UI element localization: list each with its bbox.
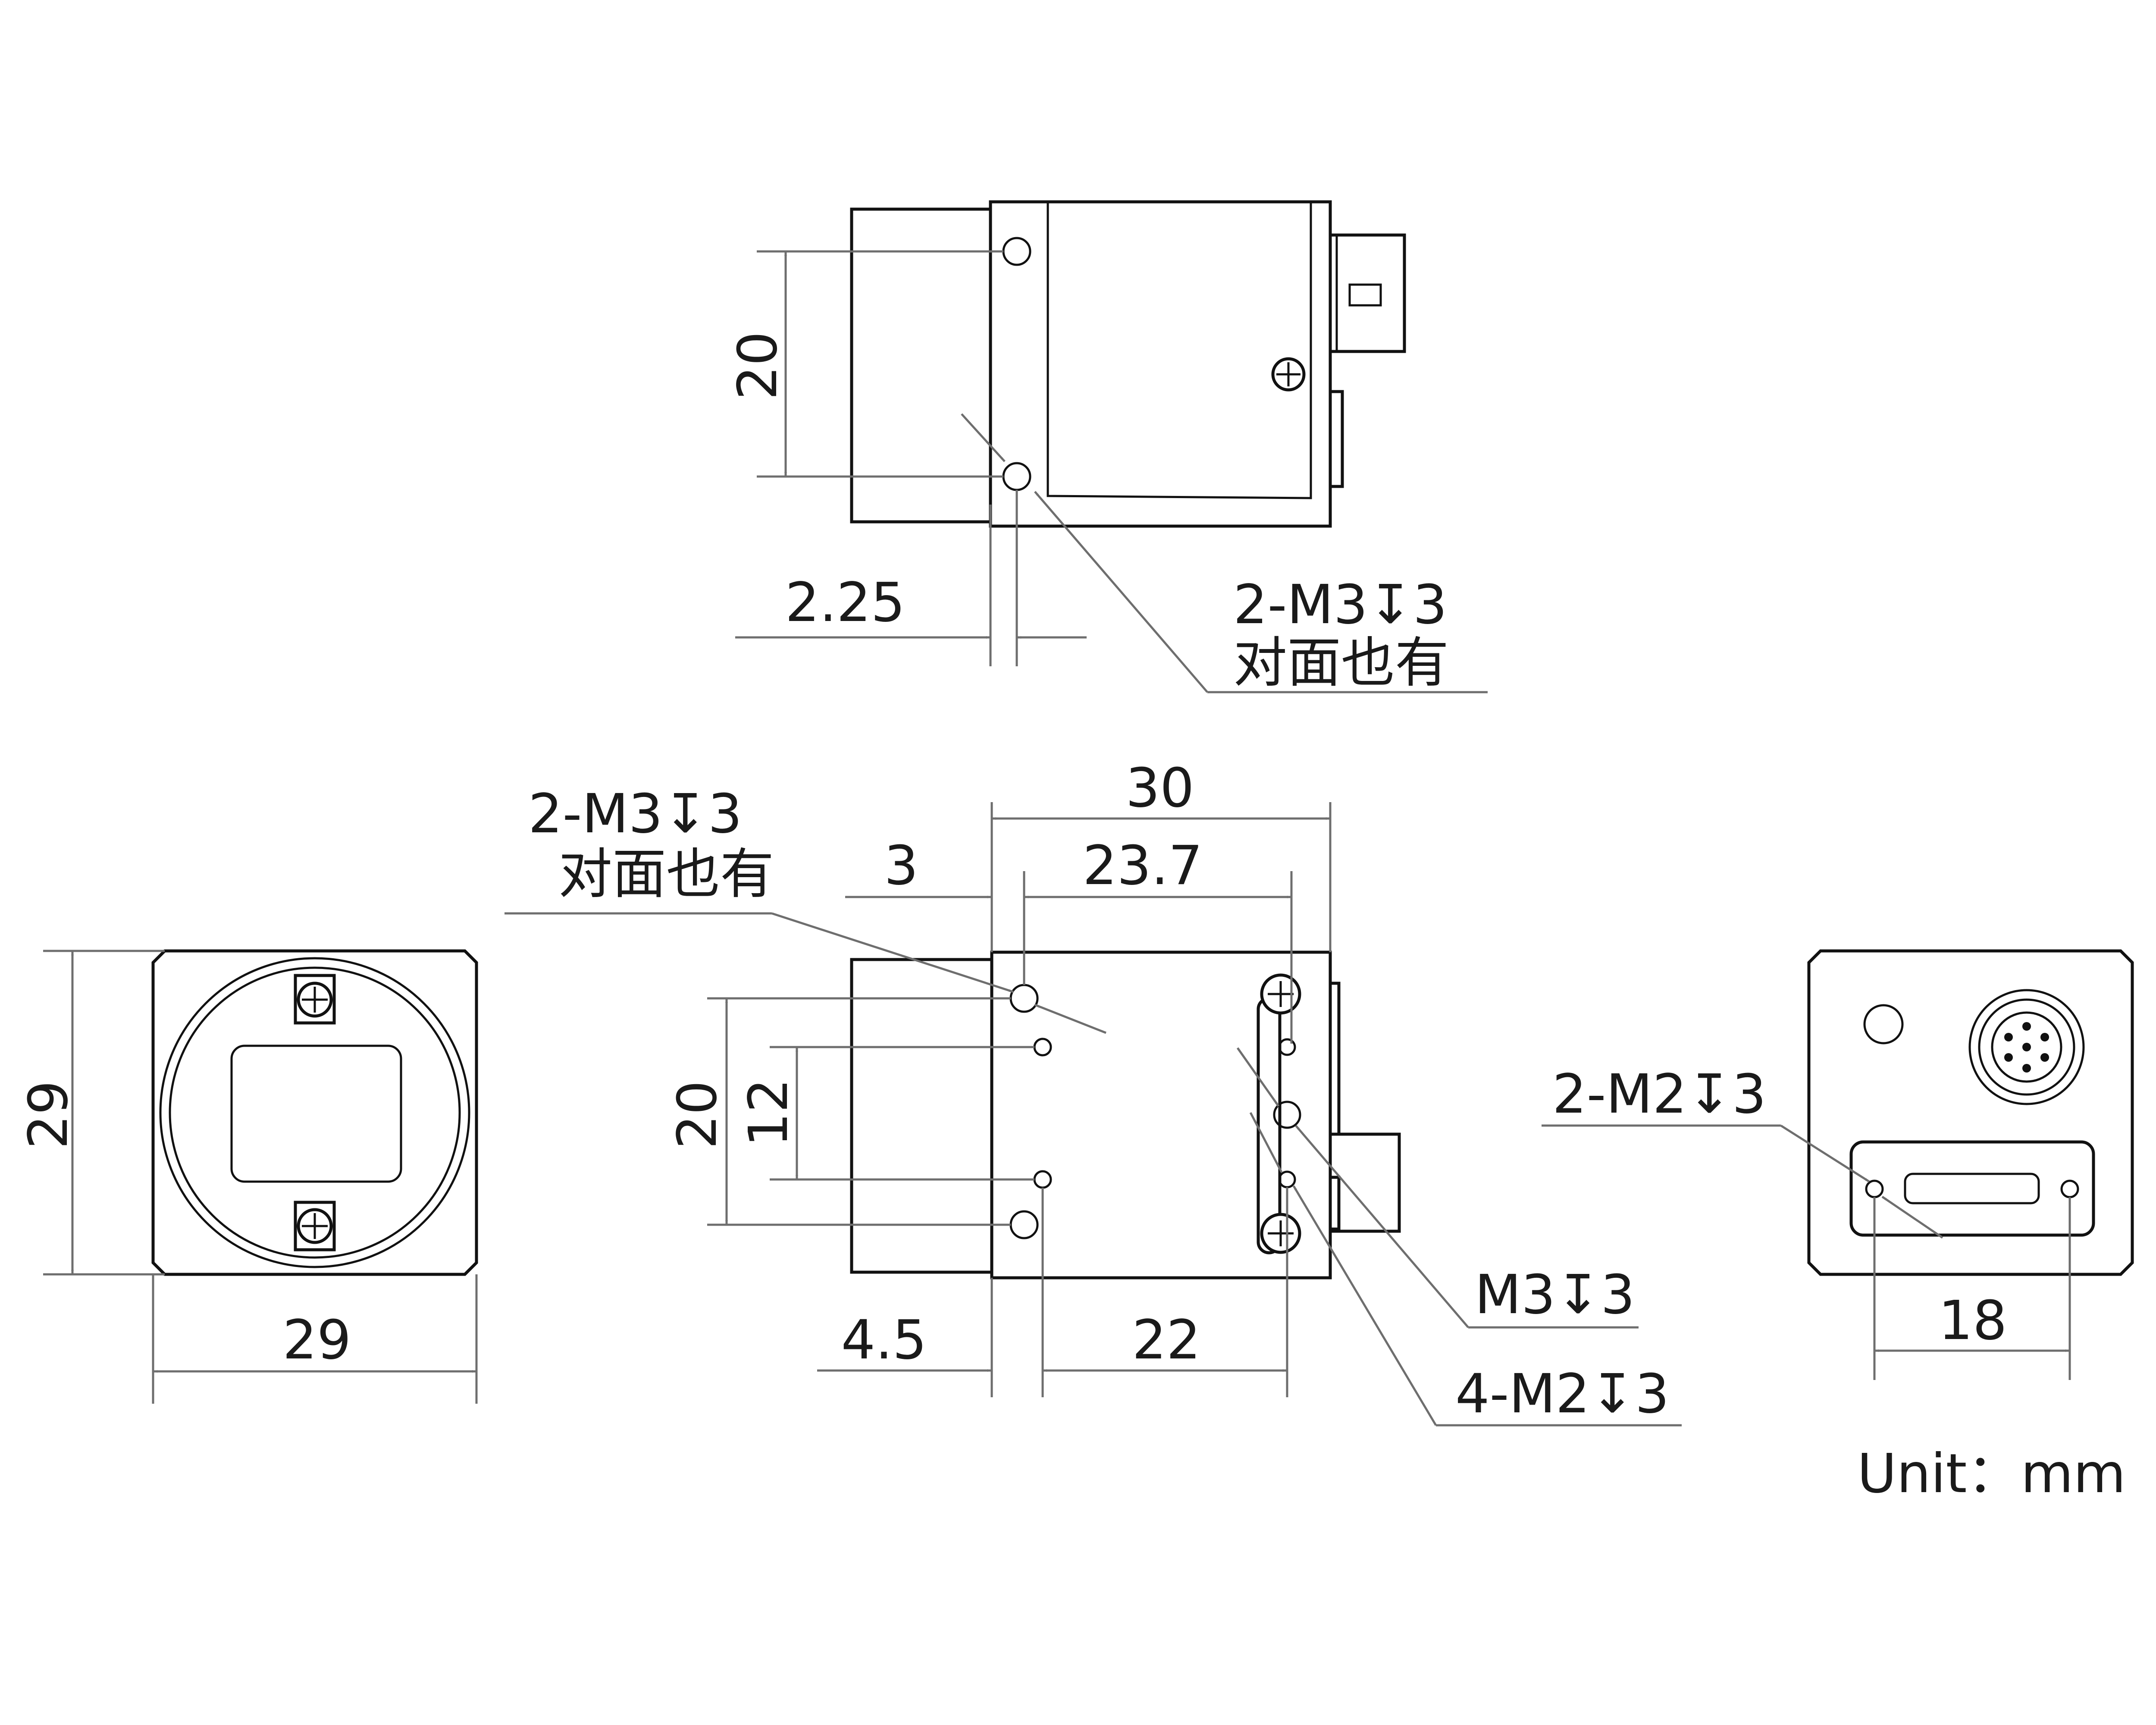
usb3-connector-plate — [1849, 1140, 2095, 1237]
rear-callout-2m2: 2-M2↧3 — [1552, 1063, 1766, 1126]
side-dim-22: 22 — [1132, 1309, 1200, 1371]
lens-mount-inner — [169, 966, 461, 1259]
sensor-window — [230, 1044, 402, 1183]
gpio-connector-outer — [1968, 989, 2085, 1105]
usb3-port-icon — [1904, 1173, 2040, 1204]
lens-mount-outer — [159, 957, 470, 1268]
side-callout-4m2: 4-M2↧3 — [1455, 1363, 1669, 1425]
front-view-dimensions — [43, 950, 478, 1404]
side-dim-30: 30 — [1125, 757, 1194, 819]
front-dim-width: 29 — [282, 1309, 351, 1371]
depth-icon: ↧ — [1687, 1063, 1732, 1126]
side-callout-m3: M3↧3 — [1475, 1264, 1635, 1326]
side-hole-m2-a — [1278, 1038, 1296, 1056]
depth-icon: ↧ — [1590, 1363, 1635, 1425]
unit-label: Unit：mm — [1857, 1443, 2126, 1505]
top-callout-line2: 对面也有 — [1233, 632, 1449, 694]
side-dim-20: 20 — [666, 1080, 729, 1149]
side-dim-3: 3 — [884, 834, 918, 897]
rear-view: 2-M2↧3 18 — [1542, 949, 2134, 1380]
side-dim-4-5: 4.5 — [841, 1309, 927, 1371]
top-dim-20: 20 — [727, 331, 789, 400]
gpio-connector-inner — [1978, 998, 2075, 1096]
top-dim-2-25: 2.25 — [785, 571, 905, 634]
side-dim-12: 12 — [737, 1078, 800, 1147]
depth-icon: ↧ — [1555, 1264, 1601, 1326]
gpio-pins — [2004, 1022, 2049, 1073]
side-dim-23-7: 23.7 — [1083, 834, 1203, 897]
rear-view-dimensions — [1542, 1124, 2071, 1380]
side-view-body — [850, 950, 1401, 1280]
side-view-dimensions — [505, 802, 1682, 1427]
top-view-dimensions — [735, 250, 1488, 693]
rear-indicator-led — [1863, 1004, 1904, 1044]
top-view-body — [850, 200, 1406, 528]
front-view: 29 29 — [17, 949, 478, 1404]
side-view: 30 3 23.7 20 12 4.5 22 2-M3↧3 对面也有 M3↧3 … — [505, 757, 1682, 1427]
side-hole-m3-rear — [1273, 1101, 1301, 1129]
side-callout-a-line2: 对面也有 — [558, 843, 774, 906]
top-view: 20 2.25 2-M3↧3 对面也有 — [727, 200, 1488, 694]
gpio-connector-core — [1991, 1011, 2062, 1083]
top-callout-line1: 2-M3↧3 — [1233, 574, 1447, 636]
side-callout-a-line1: 2-M3↧3 — [528, 783, 742, 845]
depth-icon: ↧ — [663, 783, 708, 845]
rear-dim-18: 18 — [1938, 1289, 2007, 1352]
front-view-body — [151, 949, 478, 1276]
front-dim-height: 29 — [17, 1080, 80, 1149]
depth-icon: ↧ — [1368, 574, 1413, 636]
